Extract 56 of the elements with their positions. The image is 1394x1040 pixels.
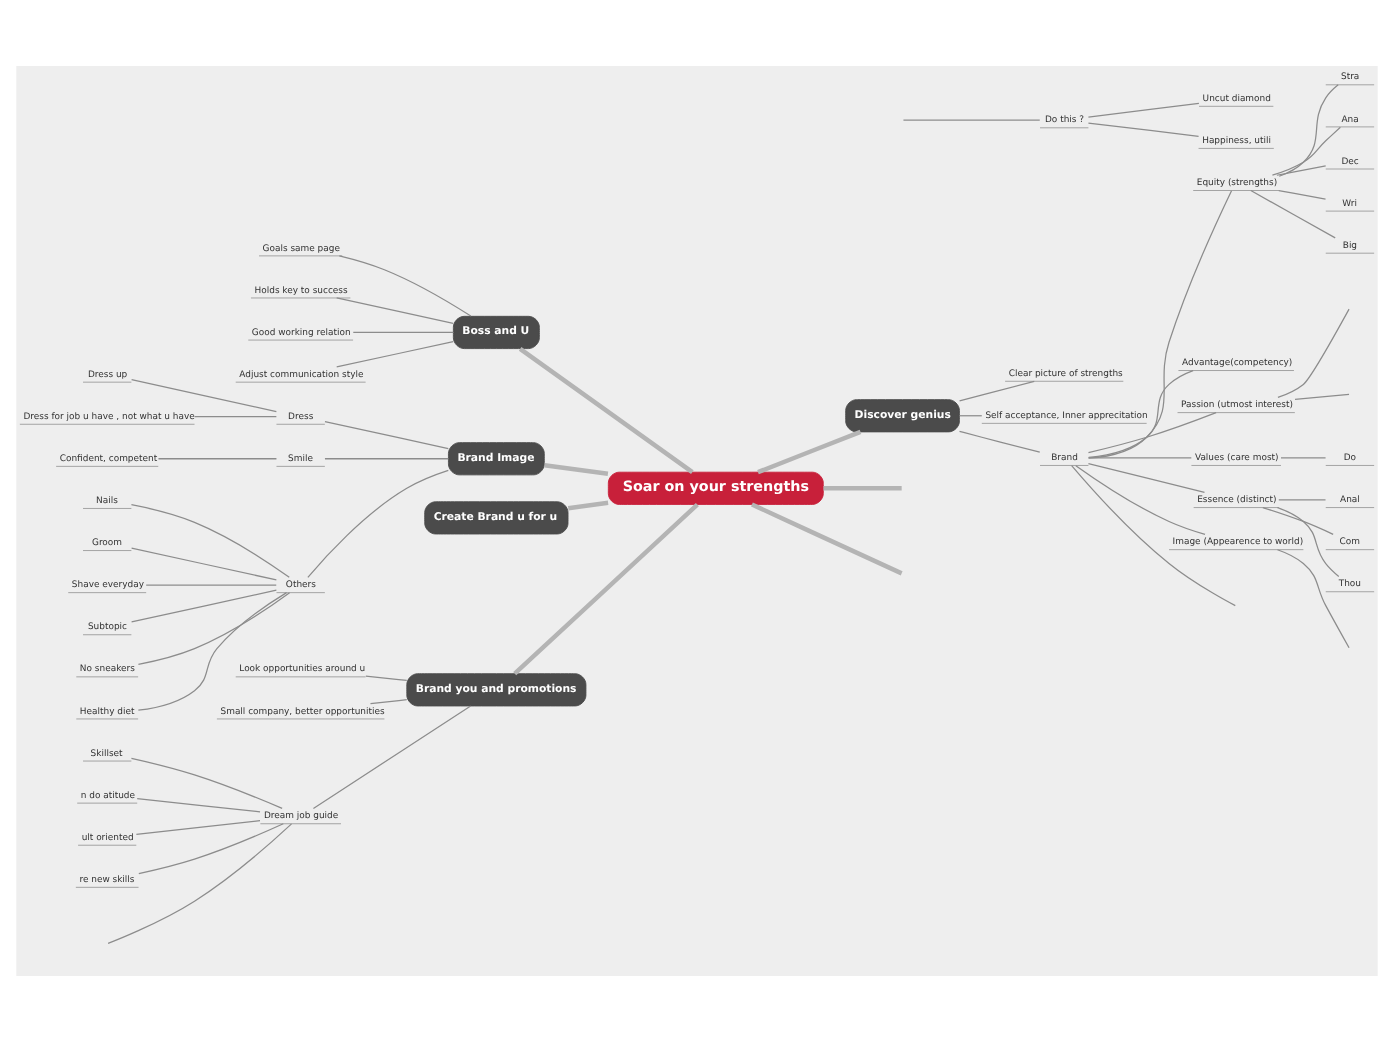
connector [757,428,862,474]
connector [194,415,277,417]
connector [1276,164,1327,175]
connector [1278,498,1327,500]
connector [1278,188,1327,199]
connector [902,118,1041,120]
connector [1088,189,1233,458]
connector [365,674,408,681]
connector [1088,369,1194,457]
connector [958,379,1035,401]
connector [369,698,408,704]
connector [1087,462,1206,492]
connector [352,330,454,333]
connector [1276,506,1340,577]
connector [823,485,902,490]
connector [130,503,290,577]
connector [518,346,694,473]
connector [751,501,903,575]
connector [135,818,261,835]
connector [130,546,277,580]
connector [324,420,449,449]
connector [130,756,283,809]
connector [1276,548,1350,648]
connector [1271,125,1341,175]
connector [137,591,291,664]
connector [567,499,609,510]
connector [336,296,454,323]
connector [1075,464,1206,534]
connector [1277,307,1350,397]
connector [1278,83,1339,176]
connector [137,591,288,710]
connector [958,414,983,416]
connector [958,429,1041,452]
connector [1262,505,1334,534]
connector [307,468,449,577]
connector [544,461,609,475]
connector [1087,411,1217,453]
connector [338,254,472,316]
connector [324,457,449,459]
connector [130,378,277,412]
connector [312,704,472,809]
connector [1280,456,1327,458]
connector [157,457,278,459]
connector [1250,188,1336,238]
connector [1294,392,1350,400]
connector [1087,101,1200,117]
connector [1087,456,1192,458]
connector [336,340,454,367]
connector [1071,464,1236,606]
connector [107,822,293,943]
connector [1087,121,1200,136]
connector [138,822,284,874]
connector [136,797,261,812]
connector [130,588,277,622]
connector [145,583,277,585]
connector [513,501,699,675]
